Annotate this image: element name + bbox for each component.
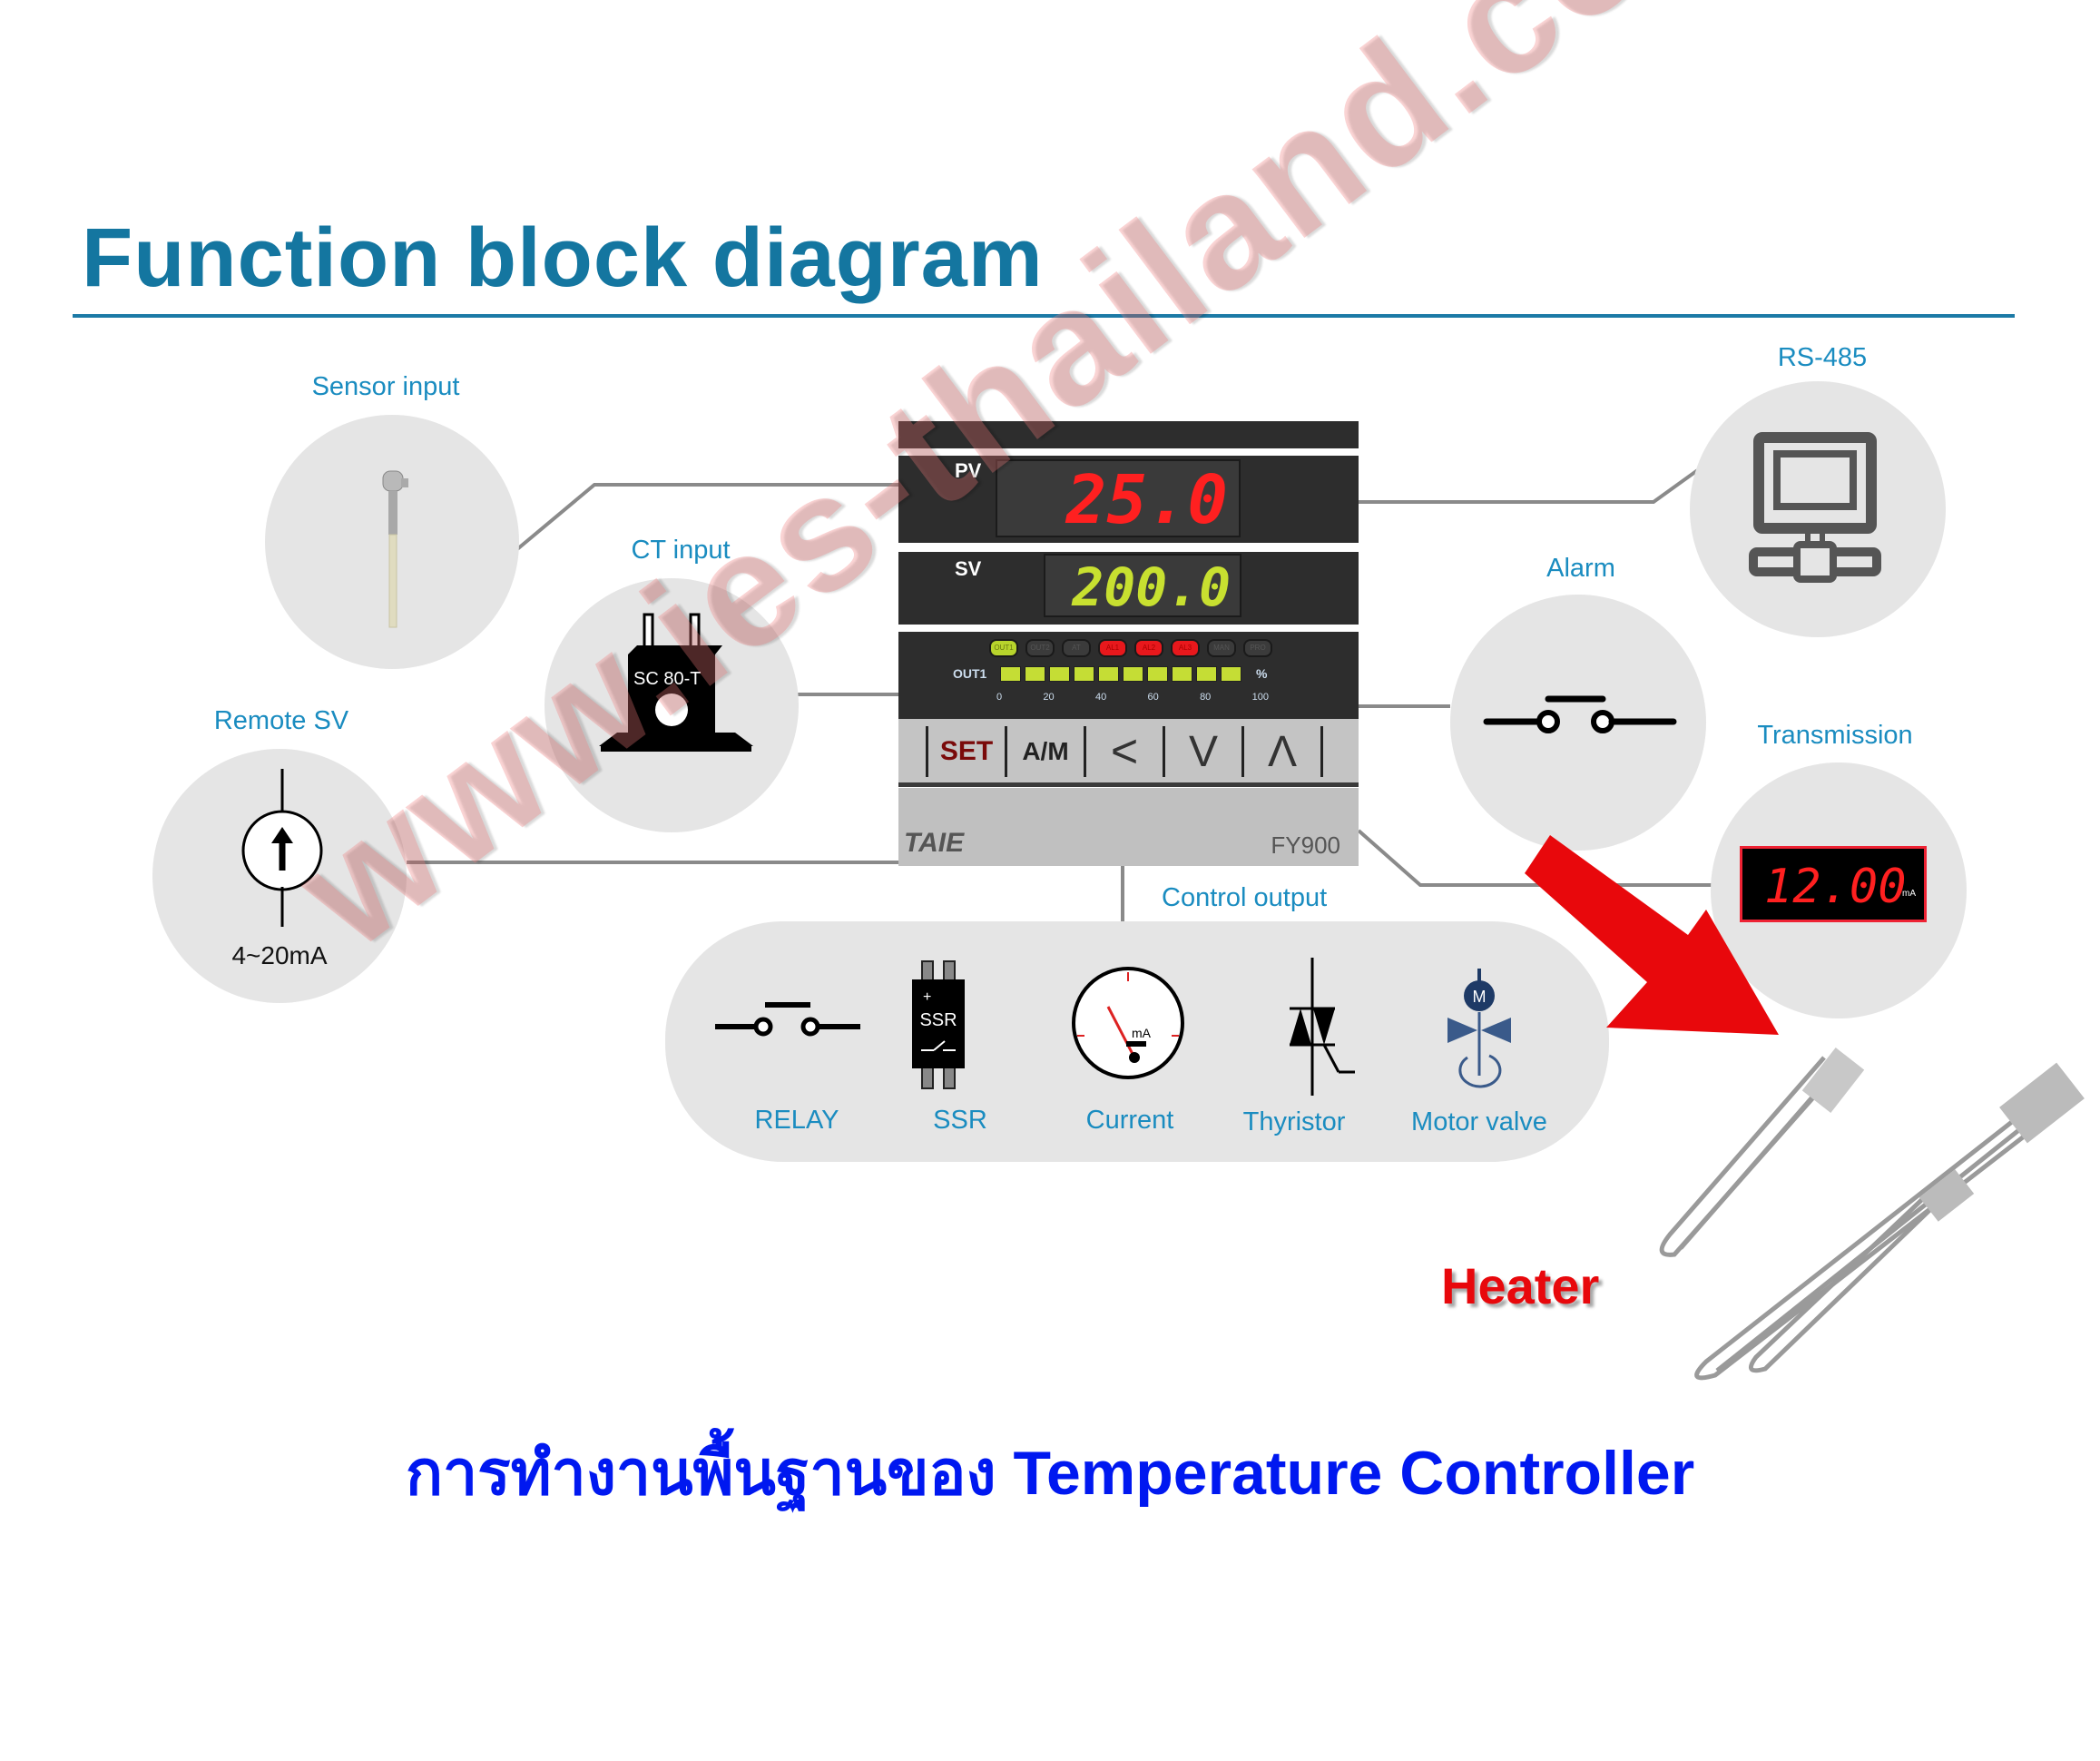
svg-text:mA: mA: [1132, 1026, 1152, 1040]
down-key[interactable]: V: [1163, 726, 1241, 777]
sv-display: 200.0: [1044, 554, 1241, 618]
caption: การทำงานพื้นฐานของ Temperature Controlle…: [405, 1439, 1695, 1508]
model-name: FY900: [1271, 831, 1340, 859]
auto-manual-key[interactable]: A/M: [1005, 726, 1084, 777]
indicator-al2: AL2: [1134, 639, 1163, 657]
shift-left-key[interactable]: <: [1084, 725, 1163, 778]
pv-label: PV: [955, 459, 982, 482]
indicator-pro: PRO: [1243, 639, 1272, 657]
pv-display: 25.0: [996, 459, 1241, 539]
indicator-section: OUT1 OUT2 AT AL1 AL2 AL3 MAN PRO OUT1 % …: [898, 632, 1359, 715]
switch-contact-icon: [1483, 695, 1677, 733]
rs485-node: [1690, 381, 1946, 637]
rs485-label: RS-485: [1777, 343, 1868, 372]
page-title: Function block diagram: [82, 212, 1044, 304]
svg-text:+: +: [923, 989, 931, 1005]
remote-sv-label: Remote SV: [213, 706, 349, 735]
bargraph-ticks: 0 20 40 60 80 100: [996, 692, 1269, 703]
sensor-input-node: [265, 415, 519, 669]
thyristor-symbol-icon: Seems to be a TRIAC symbol: [1290, 958, 1355, 1096]
immersion-heater-photo: [1659, 1048, 2085, 1381]
motor-valve-label: Motor valve: [1411, 1107, 1547, 1136]
svg-text:M: M: [1473, 988, 1487, 1006]
sv-label: SV: [955, 557, 982, 580]
transmission-display: 12.00 mA: [1740, 846, 1927, 922]
red-arrow-icon: [1525, 835, 1779, 1035]
remote-sv-range: 4~20mA: [231, 941, 328, 969]
transmission-value: 12.00: [1764, 860, 1907, 914]
transmission-unit: mA: [1902, 889, 1916, 899]
heater-label: Heater: [1441, 1257, 1600, 1314]
control-output-label: Control output: [1162, 883, 1328, 912]
alarm-node: [1450, 595, 1706, 851]
sensor-input-label: Sensor input: [311, 372, 460, 401]
set-key[interactable]: SET: [926, 726, 1005, 777]
faceplate: TAIE FY900: [898, 788, 1359, 866]
sv-section: SV 200.0: [898, 552, 1359, 625]
indicator-out2: OUT2: [1025, 639, 1055, 657]
current-source-icon: [241, 769, 323, 927]
output-bargraph: [1000, 666, 1241, 682]
ssr-module-icon: SSR +: [912, 960, 965, 1089]
ct-input-label: CT input: [631, 536, 731, 565]
relay-label: RELAY: [754, 1106, 839, 1135]
ssr-label: SSR: [933, 1106, 987, 1135]
transmission-node: 12.00 mA: [1711, 762, 1967, 1018]
transmission-label: Transmission: [1757, 721, 1913, 750]
indicator-al1: AL1: [1098, 639, 1127, 657]
svg-text:SSR: SSR: [919, 1010, 957, 1030]
motor-valve-icon: M: [1447, 969, 1511, 1088]
thermocouple-probe-icon: [382, 470, 408, 628]
brand-logo: TAIE: [904, 828, 965, 858]
milliamp-gauge-icon: mA: [1072, 967, 1184, 1079]
indicator-man: MAN: [1207, 639, 1236, 657]
networked-computer-icon: [1749, 432, 1881, 583]
keypad: SET A/M < V Λ: [898, 715, 1359, 787]
ct-model-text: SC 80-T: [633, 669, 702, 689]
remote-sv-node: 4~20mA: [152, 749, 407, 1003]
pv-section: PV 25.0: [898, 456, 1359, 543]
title-divider: [73, 314, 2015, 318]
bargraph-label: OUT1: [953, 666, 987, 681]
ct-input-node: SC 80-T: [545, 578, 799, 832]
indicator-al3: AL3: [1171, 639, 1200, 657]
up-key[interactable]: Λ: [1241, 726, 1323, 777]
current-transformer-icon: [599, 613, 753, 752]
indicator-at: AT: [1062, 639, 1091, 657]
alarm-label: Alarm: [1546, 554, 1615, 583]
relay-contact-icon: [715, 1002, 860, 1037]
indicator-out1: OUT1: [989, 639, 1018, 657]
current-label: Current: [1085, 1106, 1174, 1135]
control-output-panel: SSR + mA Seems to be a TRIAC symbol: [665, 921, 1609, 1162]
temperature-controller: PV 25.0 SV 200.0 OUT1 OUT2 AT AL1 AL2 AL…: [898, 421, 1359, 866]
thyristor-label: Thyristor: [1242, 1107, 1346, 1136]
bargraph-unit: %: [1256, 666, 1268, 681]
